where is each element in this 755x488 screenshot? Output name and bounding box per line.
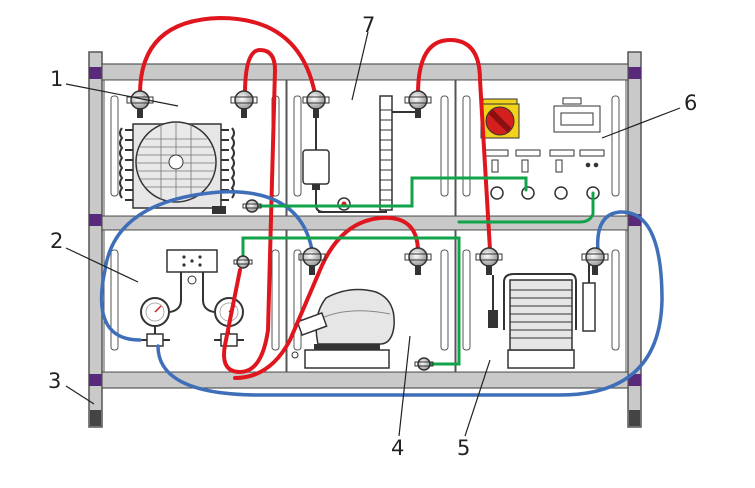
service-valve-icon bbox=[146, 333, 164, 347]
cap bbox=[89, 374, 102, 386]
capillary-tube-icon bbox=[582, 282, 596, 332]
callout-5: 5 bbox=[457, 436, 470, 460]
control-panel bbox=[480, 97, 605, 200]
service-valve-icon bbox=[475, 247, 503, 275]
evaporator-icon bbox=[488, 262, 596, 369]
callout-2: 2 bbox=[50, 229, 63, 253]
cap bbox=[628, 67, 641, 79]
quick-coupling-icon bbox=[242, 199, 262, 213]
cap bbox=[89, 214, 102, 226]
service-valve-icon bbox=[404, 247, 432, 275]
callout-3: 3 bbox=[48, 369, 61, 393]
quick-coupling-icon bbox=[233, 255, 253, 269]
left-foot bbox=[90, 410, 101, 426]
service-valve-icon bbox=[230, 90, 258, 118]
condenser-coil-icon bbox=[119, 127, 235, 201]
condenser-base bbox=[212, 206, 226, 214]
cap bbox=[89, 67, 102, 79]
service-valve-icon bbox=[404, 90, 432, 118]
service-valve-icon bbox=[298, 247, 326, 275]
service-valve-icon bbox=[581, 247, 609, 275]
left-post bbox=[88, 51, 103, 428]
callout-7: 7 bbox=[362, 13, 375, 37]
red-pipes bbox=[138, 15, 492, 380]
valves bbox=[126, 90, 609, 371]
right-foot bbox=[629, 410, 640, 426]
expansion-valve-icon bbox=[488, 310, 498, 328]
indicator-switches bbox=[483, 149, 605, 173]
display-icon bbox=[553, 97, 601, 133]
leader-lines bbox=[65, 31, 681, 437]
right-post bbox=[627, 51, 642, 428]
callout-4: 4 bbox=[391, 436, 404, 460]
service-valve-icon bbox=[302, 90, 330, 118]
compressor-icon bbox=[291, 288, 395, 369]
green-pipes bbox=[241, 176, 595, 366]
filter-drier-icon bbox=[302, 112, 351, 213]
pressure-gauge-icon bbox=[140, 297, 170, 327]
quick-coupling-icon bbox=[414, 357, 434, 371]
callout-6: 6 bbox=[684, 91, 697, 115]
callouts: 1 2 3 4 5 6 7 bbox=[48, 13, 697, 460]
callout-1: 1 bbox=[50, 67, 63, 91]
top-rail bbox=[101, 63, 629, 81]
fan-icon bbox=[135, 121, 217, 203]
main-switch-icon bbox=[480, 98, 520, 139]
